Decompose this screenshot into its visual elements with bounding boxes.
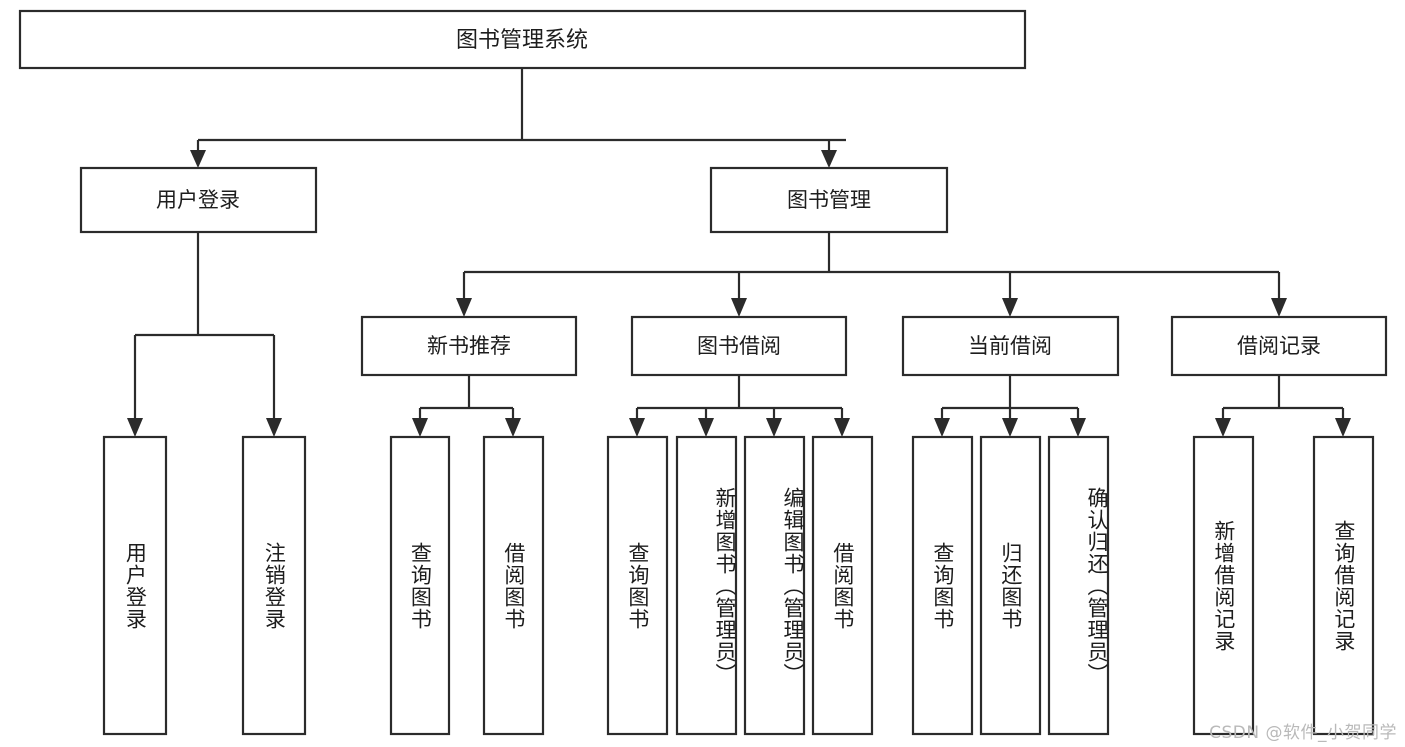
leaf-box[interactable] [675,435,738,736]
leaf-box[interactable] [482,435,545,736]
node-user-login-label: 用户登录 [156,188,240,212]
connector-bookmgmt-to-level3 [456,233,1287,317]
node-new-book-recommend[interactable]: 新书推荐 [360,315,578,377]
node-borrow-records[interactable]: 借阅记录 [1170,315,1388,377]
leaf-box[interactable] [811,435,874,736]
leaf-box[interactable] [1047,435,1110,736]
node-book-borrow[interactable]: 图书借阅 [630,315,848,377]
connector-root-to-level2 [190,69,846,168]
leaf-box[interactable] [911,435,974,736]
node-book-management-label: 图书管理 [787,188,871,212]
node-user-login[interactable]: 用户登录 [79,166,318,234]
csdn-watermark: CSDN @软件_小贺同学 [1209,723,1397,743]
leaf-box[interactable] [606,435,669,736]
leaf-box[interactable] [743,435,806,736]
connector-newbook-to-leaves [412,376,521,437]
connector-userlogin-to-leaves [127,233,282,437]
leaf-box[interactable] [389,435,451,736]
leaf-box[interactable] [102,435,168,736]
node-current-borrow[interactable]: 当前借阅 [901,315,1120,377]
connector-records-to-leaves [1215,376,1351,437]
node-root-label: 图书管理系统 [456,28,588,53]
leaf-box[interactable] [1192,435,1255,736]
leaf-box[interactable] [1312,435,1375,736]
connector-borrow-to-leaves [629,376,850,437]
node-book-borrow-label: 图书借阅 [697,334,781,358]
node-current-borrow-label: 当前借阅 [968,334,1052,358]
leaf-box[interactable] [241,435,307,736]
node-root[interactable]: 图书管理系统 [18,9,1027,70]
node-new-book-recommend-label: 新书推荐 [427,334,511,358]
connector-current-to-leaves [934,376,1086,437]
node-book-management[interactable]: 图书管理 [709,166,949,234]
node-borrow-records-label: 借阅记录 [1237,334,1321,358]
leaf-box[interactable] [979,435,1042,736]
